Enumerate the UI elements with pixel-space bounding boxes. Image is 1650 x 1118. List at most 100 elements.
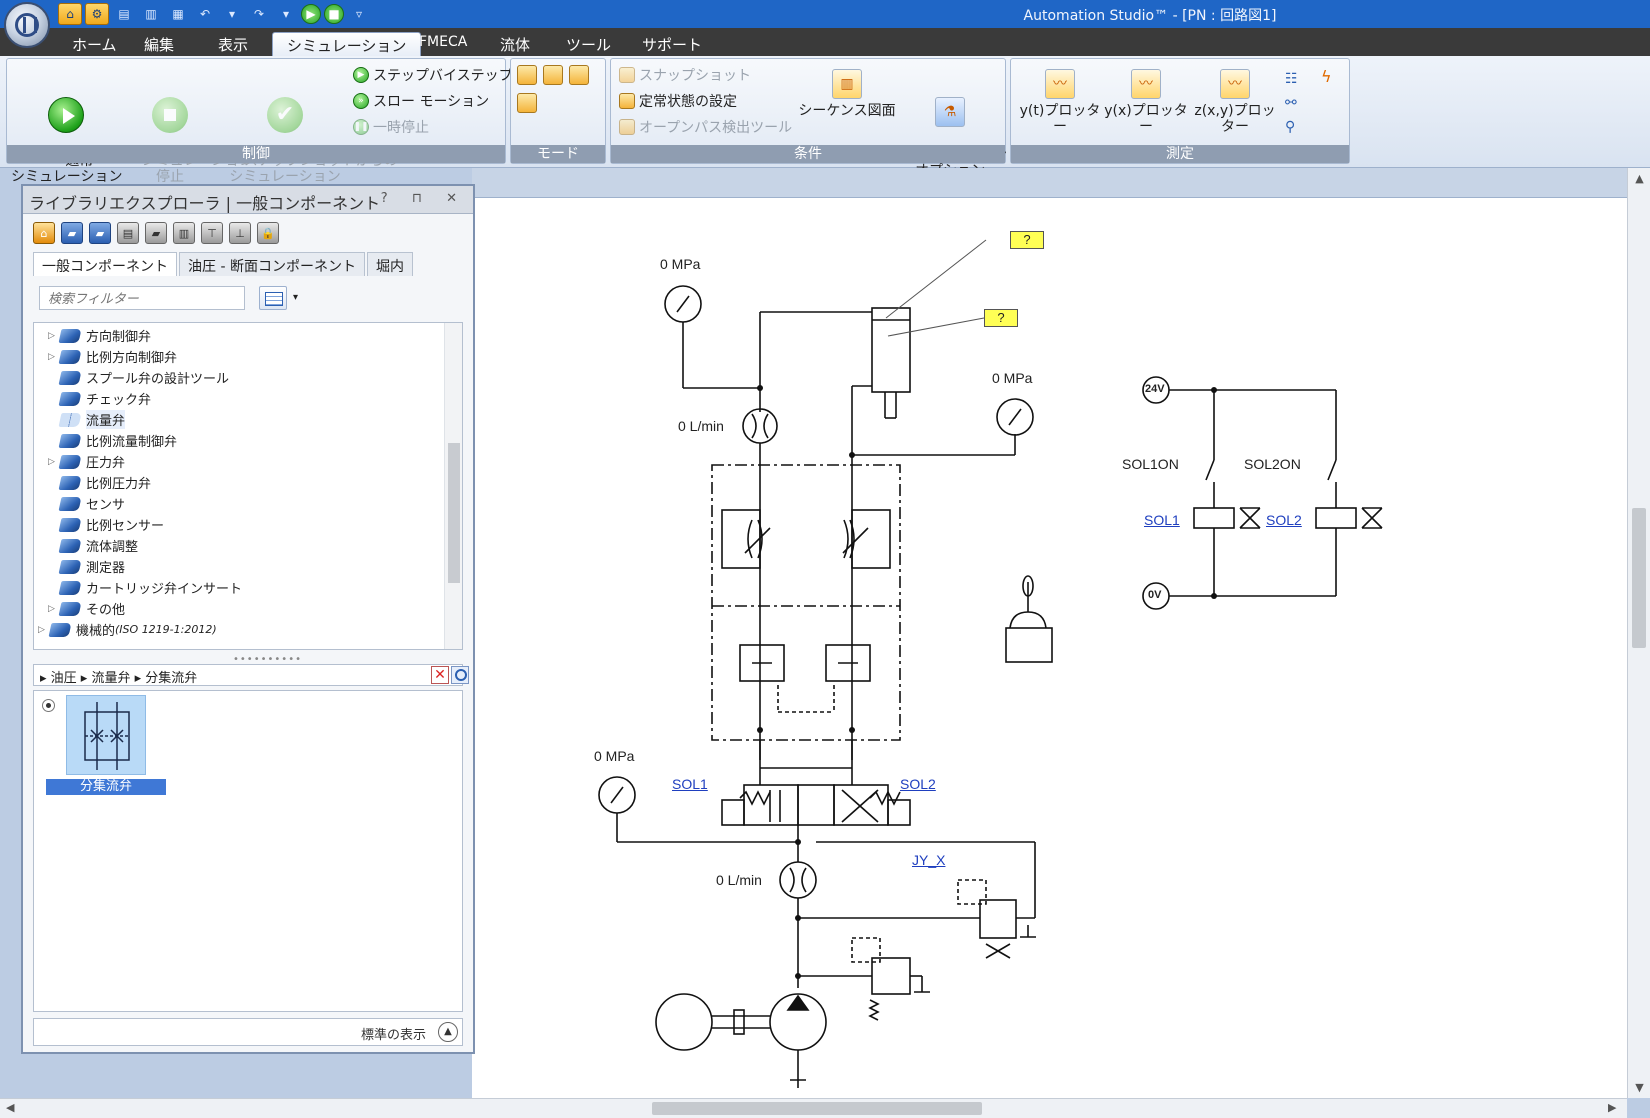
tree-item[interactable]: 比例流量制御弁: [48, 430, 177, 451]
yx-plotter-button[interactable]: 〰 y(x)プロッター: [1103, 69, 1189, 135]
app-menu-button[interactable]: [4, 2, 50, 48]
list-icon[interactable]: ☷: [1285, 71, 1298, 87]
diagram-canvas[interactable]: [472, 198, 1627, 1098]
slow-motion-button[interactable]: » スロー モーション: [353, 91, 489, 111]
sol2-electric-link[interactable]: SOL2: [1266, 512, 1302, 528]
save-as-icon[interactable]: ▥: [145, 7, 157, 21]
tree-item[interactable]: センサ: [48, 493, 125, 514]
tree-item[interactable]: ▷比例方向制御弁: [48, 346, 177, 367]
tree-icon[interactable]: ⚲: [1285, 119, 1296, 135]
sol1-electric-link[interactable]: SOL1: [1144, 512, 1180, 528]
horizontal-scrollbar[interactable]: ◀ ▶: [0, 1098, 1627, 1118]
scroll-down-icon[interactable]: ▼: [1635, 1081, 1644, 1094]
tree-item[interactable]: 流体調整: [48, 535, 138, 556]
tab-fluid[interactable]: 流体: [500, 36, 531, 54]
tree-item[interactable]: カートリッジ弁インサート: [48, 577, 242, 598]
breadcrumb[interactable]: ▸ 油圧 ▸ 流量弁 ▸ 分集流弁: [33, 664, 463, 686]
link-icon[interactable]: ⚯: [1285, 95, 1297, 111]
home-icon[interactable]: ⌂: [33, 222, 55, 244]
panel-header-buttons[interactable]: ? ⊓ ✕: [380, 191, 467, 206]
undo-dropdown-icon[interactable]: ▾: [228, 7, 236, 21]
settings-icon[interactable]: ⚙: [85, 3, 109, 25]
question-box-2[interactable]: ?: [984, 309, 1018, 327]
redo-icon[interactable]: ↷: [253, 7, 265, 21]
tree-item[interactable]: ▷方向制御弁: [48, 325, 151, 346]
tree-item[interactable]: 比例センサー: [48, 514, 164, 535]
clear-breadcrumb-icon[interactable]: ✕: [431, 666, 449, 684]
tab-hydraulic-section[interactable]: 油圧 - 断面コンポーネント: [179, 252, 365, 276]
expand-icon[interactable]: ▷: [48, 330, 55, 341]
library-closed-icon[interactable]: ▰: [145, 222, 167, 244]
preview-radio[interactable]: [42, 699, 55, 712]
steady-state-button[interactable]: 定常状態の設定: [619, 91, 737, 111]
library-stack-icon[interactable]: ▤: [117, 222, 139, 244]
flow-divider-label[interactable]: 分集流弁: [46, 779, 166, 795]
vertical-scroll-thumb[interactable]: [1632, 508, 1646, 648]
expand-icon[interactable]: ▷: [48, 603, 55, 614]
expand-icon[interactable]: ▷: [48, 351, 55, 362]
open-icon[interactable]: ⌂: [58, 3, 82, 25]
lightning-icon[interactable]: ϟ: [1321, 67, 1332, 86]
library-tree[interactable]: ▷方向制御弁▷比例方向制御弁スプール弁の設計ツールチェック弁流量弁比例流量制御弁…: [33, 322, 463, 650]
expand-icon[interactable]: ▷: [38, 624, 45, 635]
tab-horiuchi[interactable]: 堀内: [366, 252, 413, 276]
scroll-right-icon[interactable]: ▶: [1608, 1101, 1617, 1114]
normal-simulation-button[interactable]: 通常 シミュレーション: [11, 65, 122, 201]
tree-scrollbar[interactable]: [444, 323, 462, 649]
filter-dropdown-icon[interactable]: ▾: [293, 292, 299, 303]
library-stats-icon[interactable]: ▥: [173, 222, 195, 244]
customize-qat-icon[interactable]: ▿: [355, 7, 363, 21]
sol2-hydraulic-link[interactable]: SOL2: [900, 776, 936, 792]
yt-plotter-button[interactable]: 〰 y(t)プロッター: [1017, 69, 1103, 135]
search-icon[interactable]: [451, 666, 469, 684]
print-icon[interactable]: ▦: [172, 7, 184, 21]
tree-item[interactable]: 流量弁: [48, 409, 126, 430]
undo-icon[interactable]: ↶: [199, 7, 211, 21]
tree-item[interactable]: 測定器: [48, 556, 125, 577]
tree-item[interactable]: スプール弁の設計ツール: [48, 367, 229, 388]
step-by-step-button[interactable]: ▶ ステップバイステップ: [353, 65, 513, 85]
scroll-up-icon[interactable]: ▲: [1635, 172, 1644, 185]
flow-divider-tile[interactable]: [66, 695, 146, 775]
tab-edit[interactable]: 編集: [144, 36, 175, 54]
filter-options-button[interactable]: [259, 286, 287, 310]
tab-simulation[interactable]: シミュレーション: [272, 32, 422, 56]
tree-collapse-icon[interactable]: ⊥: [229, 222, 251, 244]
snapshot-simulation-button[interactable]: ✔ スナップショットからの シミュレーション: [217, 65, 398, 201]
tree-item[interactable]: ▷その他: [48, 598, 125, 619]
question-box-1[interactable]: ?: [1010, 231, 1044, 249]
lock-icon[interactable]: 🔒: [257, 222, 279, 244]
tab-fmeca[interactable]: FMECA: [419, 34, 468, 50]
mode-grid-icon[interactable]: [569, 65, 589, 85]
tree-expand-icon[interactable]: ⊤: [201, 222, 223, 244]
stop-icon[interactable]: ■: [324, 4, 344, 24]
mode-add-icon[interactable]: [517, 93, 537, 113]
sol1-hydraulic-link[interactable]: SOL1: [672, 776, 708, 792]
horizontal-scroll-thumb[interactable]: [652, 1102, 982, 1115]
sequence-diagram-button[interactable]: ▥ シーケンス図面: [797, 69, 897, 119]
pause-button[interactable]: ❚❚ 一時停止: [353, 119, 429, 136]
tab-home[interactable]: ホーム: [72, 36, 117, 54]
scroll-left-icon[interactable]: ◀: [6, 1101, 15, 1114]
library-book-2-icon[interactable]: ▰: [89, 222, 111, 244]
search-filter-input[interactable]: [39, 286, 245, 310]
run-icon[interactable]: ▶: [301, 4, 321, 24]
tree-item[interactable]: チェック弁: [48, 388, 151, 409]
tree-item[interactable]: ▷圧力弁: [48, 451, 125, 472]
tab-view[interactable]: 表示: [218, 36, 249, 54]
tab-general-components[interactable]: 一般コンポーネント: [33, 252, 177, 276]
stop-simulation-button[interactable]: シミュレーション 停止: [115, 65, 253, 201]
tab-tools[interactable]: ツール: [566, 36, 612, 54]
snapshot-button[interactable]: スナップショット: [619, 65, 751, 85]
standard-view-button[interactable]: 標準の表示 ▲: [33, 1018, 463, 1046]
vertical-scrollbar[interactable]: ▲ ▼: [1627, 168, 1650, 1098]
mode-copy-icon[interactable]: [543, 65, 563, 85]
redo-dropdown-icon[interactable]: ▾: [282, 7, 290, 21]
tab-support[interactable]: サポート: [642, 36, 703, 54]
tree-item[interactable]: 比例圧力弁: [48, 472, 151, 493]
library-book-icon[interactable]: ▰: [61, 222, 83, 244]
open-path-button[interactable]: オープンパス検出ツール: [619, 117, 792, 137]
joystick-link[interactable]: JY_X: [912, 852, 946, 868]
splitter-handle[interactable]: ••••••••••: [233, 654, 302, 665]
mode-edit-icon[interactable]: [517, 65, 537, 85]
